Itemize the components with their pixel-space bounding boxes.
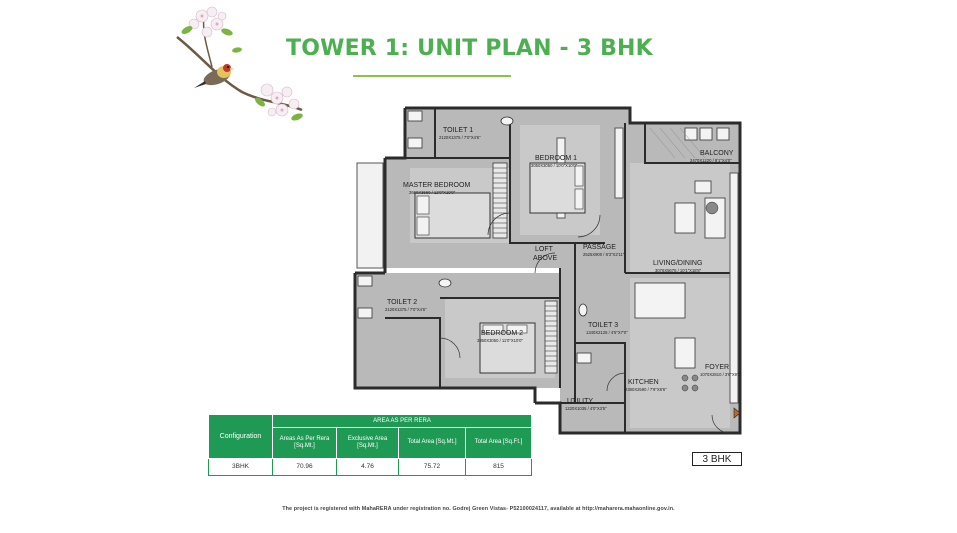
config-header: Configuration	[208, 414, 273, 459]
col-header-total-area-sqmt: Total Area [Sq.Mt.]	[398, 427, 466, 459]
room-dim-toilet-3: 1340X2125 / 4'5"X7'0"	[586, 330, 628, 335]
title-underline	[353, 75, 511, 77]
room-label-bedroom-2: BEDROOM 2	[481, 330, 523, 337]
blossom-branch-illustration	[176, 6, 303, 121]
col-header-rera-area: Areas As Per Rera [Sq.Mt.]	[272, 427, 337, 459]
room-dim-master-bedroom: 3660X3660 / 12'0"X10'0"	[409, 190, 456, 195]
room-label-toilet-2: TOILET 2	[387, 299, 417, 306]
unit-type-tag: 3 BHK	[692, 452, 742, 466]
room-label-foyer: FOYER	[705, 364, 729, 371]
table-row: 3BHK 70.96 4.76 75.72 815	[208, 457, 533, 477]
room-label-master-bedroom: MASTER BEDROOM	[403, 182, 470, 189]
cell-rera-area: 70.96	[272, 457, 337, 477]
cell-config: 3BHK	[208, 457, 273, 477]
room-dim-passage: 2525X900 / 8'3"X2'11"	[583, 252, 625, 257]
page-title: TOWER 1: UNIT PLAN - 3 BHK	[286, 36, 653, 61]
room-label-bedroom-1: BEDROOM 1	[535, 155, 577, 162]
room-label-loft-above: ABOVE	[533, 255, 557, 262]
room-label-toilet-3: TOILET 3	[588, 322, 618, 329]
rera-footnote: The project is registered with MahaRERA …	[282, 506, 675, 512]
room-dim-bedroom-2: 3350X3050 / 11'0"X10'0"	[477, 338, 523, 343]
room-dim-balcony: 2470X1220 / 8'1"X4'0"	[690, 158, 732, 163]
area-group-header: AREA AS PER RERA	[271, 413, 533, 429]
room-dim-foyer: 1070X2810 / 3'6"X9'3"	[700, 372, 742, 377]
room-label-living-dining: LIVING/DINING	[653, 260, 702, 267]
room-dim-living-dining: 3076X5675 / 10'1"X18'8"	[655, 268, 702, 273]
room-dim-utility: 1220X1035 / 4'0"X3'5"	[565, 406, 607, 411]
room-dim-toilet-2: 2120X1375 / 7'0"X4'6"	[385, 307, 427, 312]
rera-area-table: Configuration AREA AS PER RERA Areas As …	[208, 413, 533, 477]
col-header-exclusive-area: Exclusive Area [Sq.Mt.]	[336, 427, 399, 459]
floor-plan: TOILET 1 2120X1375 / 7'0"X4'6" BEDROOM 1…	[353, 106, 742, 435]
col-header-total-area-sqft: Total Area [Sq.Ft.]	[464, 427, 533, 459]
room-dim-kitchen: 2380X2590 / 7'9"X8'6"	[625, 387, 667, 392]
room-label-toilet-1: TOILET 1	[443, 127, 473, 134]
room-label-kitchen: KITCHEN	[628, 379, 659, 386]
cell-total-area-sqmt: 75.72	[398, 457, 466, 477]
cell-total-area-sqft: 815	[464, 457, 533, 477]
room-dim-toilet-1: 2120X1375 / 7'0"X4'6"	[439, 135, 481, 140]
room-label-utility: UTILITY	[567, 398, 593, 405]
room-label-balcony: BALCONY	[700, 150, 734, 157]
room-dim-bedroom-1: 3050X3050 / 10'0"X10'0"	[531, 163, 578, 168]
cell-exclusive-area: 4.76	[336, 457, 399, 477]
room-label-loft: LOFT	[535, 246, 554, 253]
room-label-passage: PASSAGE	[583, 244, 616, 251]
